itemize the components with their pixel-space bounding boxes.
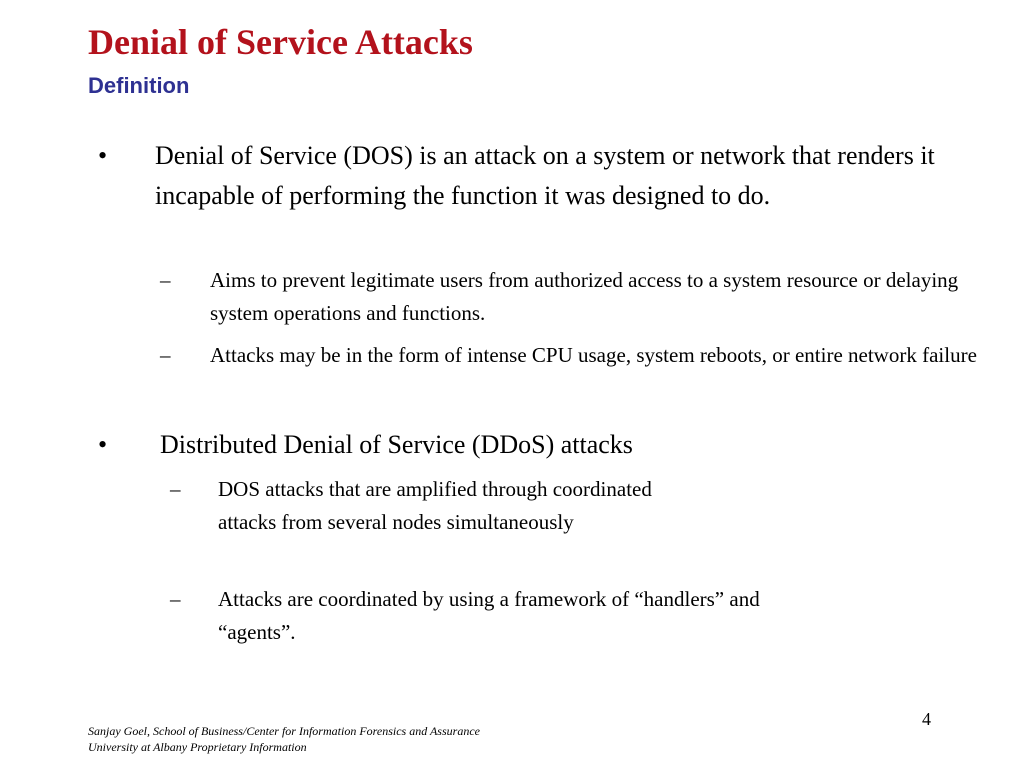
sub-bullet-marker: –	[160, 343, 171, 367]
page-number: 4	[922, 709, 931, 729]
sub-bullet-text: Aims to prevent legitimate users from au…	[210, 268, 959, 325]
slide-footer: Sanjay Goel, School of Business/Center f…	[88, 723, 480, 755]
sub-bullet-marker: –	[170, 477, 181, 501]
bullet-marker: •	[98, 430, 108, 459]
sub-bullet-text: DOS attacks that are amplified through c…	[218, 477, 652, 534]
sub-bullet-marker: –	[170, 587, 181, 611]
footer-line-2: University at Albany Proprietary Informa…	[88, 740, 307, 754]
bullet-marker: •	[98, 141, 108, 170]
footer-line-1: Sanjay Goel, School of Business/Center f…	[88, 724, 480, 738]
slide-subtitle: Definition	[88, 73, 190, 98]
sub-bullet-text: Attacks are coordinated by using a frame…	[218, 587, 760, 644]
sub-bullet-marker: –	[160, 268, 171, 292]
sub-bullet-text: Attacks may be in the form of intense CP…	[210, 343, 977, 367]
bullet-text: Distributed Denial of Service (DDoS) att…	[160, 430, 633, 459]
bullet-text: Denial of Service (DOS) is an attack on …	[155, 141, 935, 210]
slide-title: Denial of Service Attacks	[88, 22, 473, 62]
